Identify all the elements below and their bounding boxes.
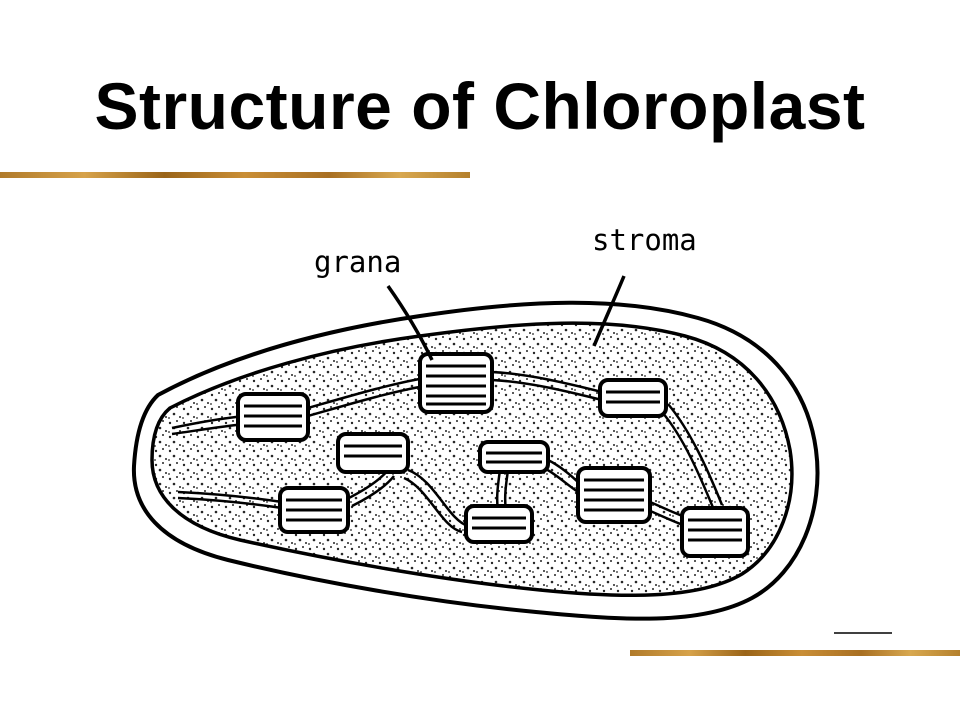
label-grana: grana <box>314 245 401 279</box>
granum <box>336 432 410 474</box>
granum <box>418 352 494 414</box>
granum <box>236 392 310 442</box>
granum <box>478 440 550 474</box>
granum <box>464 504 534 544</box>
footer-divider <box>630 650 960 656</box>
title-divider <box>0 172 470 178</box>
slide-title: Structure of Chloroplast <box>94 69 866 143</box>
slide-footer: SACCONE IS THE COOLEST <box>705 690 895 706</box>
stroma-leader-line <box>592 275 626 347</box>
grana-leader-line <box>386 284 434 361</box>
granum <box>598 378 668 418</box>
grana-stacks <box>236 352 750 558</box>
granum <box>680 506 750 558</box>
label-stroma: stroma <box>592 223 697 257</box>
granum <box>278 486 350 534</box>
granum <box>576 466 652 524</box>
